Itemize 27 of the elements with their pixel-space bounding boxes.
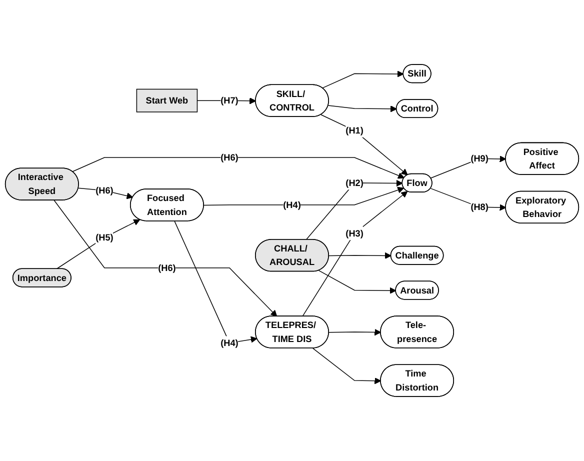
edge-label: (H8) bbox=[470, 202, 488, 212]
edge-label: (H2) bbox=[346, 178, 364, 188]
arrow bbox=[72, 157, 405, 179]
arrow bbox=[328, 328, 382, 336]
edge-label: (H3) bbox=[346, 228, 364, 239]
edge-label: (H6) bbox=[96, 185, 114, 196]
edge-label: (H7) bbox=[220, 95, 238, 106]
arrow bbox=[56, 219, 140, 270]
edge-label: (H5) bbox=[96, 232, 114, 243]
arrow bbox=[54, 200, 278, 317]
arrow bbox=[174, 220, 258, 344]
edge-label: (H4) bbox=[283, 200, 301, 210]
arrow bbox=[306, 180, 403, 240]
edge-label: (H1) bbox=[346, 125, 364, 136]
edge-label: (H9) bbox=[470, 153, 488, 164]
arrow bbox=[204, 186, 404, 206]
edge-label: (H6) bbox=[158, 262, 176, 274]
arrow bbox=[318, 270, 396, 294]
arrow bbox=[328, 105, 397, 112]
arrow bbox=[312, 348, 382, 384]
edge-label: (H6) bbox=[220, 152, 238, 163]
arrow bbox=[302, 191, 408, 317]
arrow bbox=[322, 70, 404, 88]
arrow bbox=[320, 114, 408, 176]
edge-label: (H4) bbox=[220, 338, 238, 348]
arrow bbox=[328, 252, 392, 259]
node-box: Start Web bbox=[136, 88, 198, 112]
